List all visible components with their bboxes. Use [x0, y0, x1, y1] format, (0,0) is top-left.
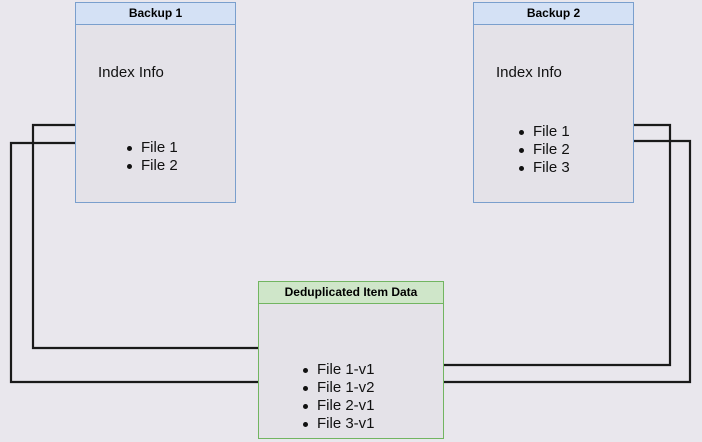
file-label: File 2 — [141, 157, 178, 174]
bullet-icon — [303, 421, 308, 427]
dedup-item-label: File 1-v2 — [317, 379, 375, 396]
file-label: File 1 — [141, 139, 178, 156]
node-deduplicated-item-data-body: File 1-v1 File 1-v2 File 2-v1 File 3-v1 — [258, 304, 444, 439]
bullet-icon — [303, 367, 308, 373]
backup-1-file-list: File 1 File 2 — [127, 139, 178, 175]
list-item: File 2 — [127, 157, 178, 175]
node-backup-1-body: Index Info File 1 File 2 — [75, 25, 236, 203]
list-item: File 2-v1 — [303, 397, 375, 415]
bullet-icon — [519, 129, 524, 135]
list-item: File 2 — [519, 141, 570, 159]
list-item: File 3 — [519, 159, 570, 177]
list-item: File 1-v1 — [303, 361, 375, 379]
file-label: File 1 — [533, 123, 570, 140]
bullet-icon — [127, 145, 132, 151]
backup-1-index-info-label: Index Info — [98, 64, 164, 81]
list-item: File 3-v1 — [303, 415, 375, 433]
backup-2-file-list: File 1 File 2 File 3 — [519, 123, 570, 177]
bullet-icon — [519, 147, 524, 153]
dedup-item-list: File 1-v1 File 1-v2 File 2-v1 File 3-v1 — [303, 361, 375, 433]
file-label: File 3 — [533, 159, 570, 176]
bullet-icon — [127, 163, 132, 169]
node-backup-1-header: Backup 1 — [75, 2, 236, 25]
bullet-icon — [303, 385, 308, 391]
dedup-item-label: File 1-v1 — [317, 361, 375, 378]
node-deduplicated-item-data: Deduplicated Item Data File 1-v1 File 1-… — [258, 281, 444, 439]
list-item: File 1-v2 — [303, 379, 375, 397]
backup-2-index-info-label: Index Info — [496, 64, 562, 81]
dedup-item-label: File 3-v1 — [317, 415, 375, 432]
dedup-item-label: File 2-v1 — [317, 397, 375, 414]
file-label: File 2 — [533, 141, 570, 158]
bullet-icon — [519, 165, 524, 171]
bullet-icon — [303, 403, 308, 409]
node-backup-1: Backup 1 Index Info File 1 File 2 — [75, 2, 236, 203]
list-item: File 1 — [127, 139, 178, 157]
node-deduplicated-item-data-header: Deduplicated Item Data — [258, 281, 444, 304]
node-backup-2-header: Backup 2 — [473, 2, 634, 25]
node-backup-2: Backup 2 Index Info File 1 File 2 File 3 — [473, 2, 634, 203]
node-backup-2-body: Index Info File 1 File 2 File 3 — [473, 25, 634, 203]
list-item: File 1 — [519, 123, 570, 141]
